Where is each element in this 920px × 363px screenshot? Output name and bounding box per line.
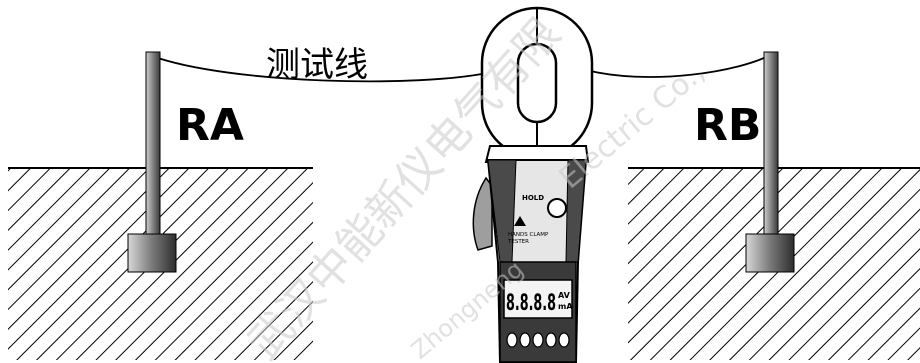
- clamp-meter: HOLD HANDS CLAMP TESTER 8.8.8.8 AV mA: [472, 6, 594, 363]
- lcd-display: [503, 279, 573, 319]
- lcd-unit-top: AV: [558, 291, 571, 300]
- clamp-trigger: [472, 176, 493, 251]
- warning-text-1: HANDS CLAMP: [508, 232, 549, 238]
- electrode-ra: [127, 51, 177, 273]
- electrode-b-label: RB: [694, 100, 761, 151]
- warning-icon: [514, 216, 526, 226]
- lcd-readout: 8.8.8.8: [506, 291, 556, 316]
- meter-button: [506, 332, 518, 348]
- electrode-rb: [745, 51, 795, 273]
- hold-button: [547, 198, 567, 218]
- meter-button: [519, 332, 531, 348]
- meter-button: [532, 332, 544, 348]
- wire-label: 测试线: [266, 45, 368, 85]
- hold-label: HOLD: [522, 194, 544, 202]
- meter-button: [545, 332, 557, 348]
- warning-text-2: TESTER: [507, 239, 529, 245]
- lcd-unit-bottom: mA: [558, 302, 573, 311]
- electrode-a-label: RA: [176, 100, 244, 151]
- meter-buttons: [506, 332, 570, 348]
- test-wire: [151, 53, 773, 83]
- meter-button: [558, 332, 570, 348]
